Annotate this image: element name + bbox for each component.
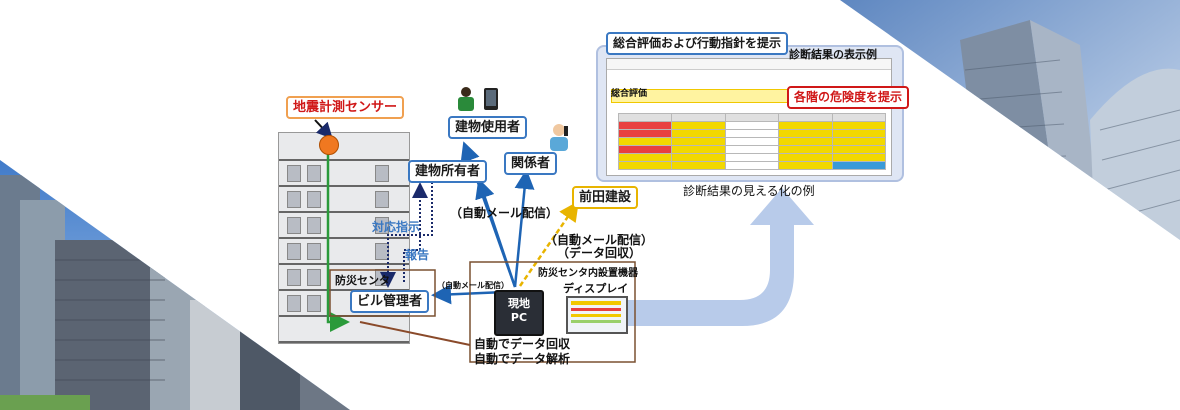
auto-mail-text-1: （自動メール配信）: [450, 206, 559, 220]
local-pc-icon: 現地 PC: [494, 290, 544, 336]
report-text: 報告: [405, 248, 430, 262]
building-owner-label: 建物所有者: [408, 160, 488, 183]
danger-label: 各階の危険度を提示: [787, 86, 910, 109]
center-devices-label: 防災センタ内設置機器: [538, 268, 638, 279]
display-example-label: 診断結果の表示例: [789, 48, 877, 61]
result-table-thumbnail: [617, 113, 887, 170]
building-manager-label: ビル管理者: [350, 290, 430, 313]
auto-collect-text: 自動でデータ回収: [474, 337, 571, 351]
seismic-sensor-label: 地震計測センサー: [286, 96, 405, 119]
disaster-center-label: 防災センタ: [335, 274, 390, 287]
display-icon: [566, 296, 628, 334]
maeda-label: 前田建設: [572, 186, 639, 209]
pc-line1: 現地: [508, 297, 530, 310]
response-instruction-text: 対応指示: [372, 220, 421, 234]
pc-line2: PC: [510, 311, 528, 324]
auto-mail-text-2: （自動メール配信）: [545, 233, 654, 247]
related-party-label: 関係者: [504, 152, 558, 175]
data-collect-text: （データ回収）: [557, 246, 642, 260]
result-caption: 診断結果の見える化の例: [683, 184, 815, 198]
sensor-icon: [319, 135, 339, 155]
overall-eval-text: 総合評価: [611, 89, 648, 99]
user-person-icon: [454, 86, 502, 118]
auto-analyze-text: 自動でデータ解析: [474, 352, 571, 366]
display-label: ディスプレイ: [563, 282, 629, 295]
related-person-icon: [545, 122, 575, 156]
building-user-label: 建物使用者: [448, 116, 528, 139]
result-header-label: 総合評価および行動指針を提示: [606, 32, 789, 55]
auto-mail-small-text: （自動メール配信）: [437, 281, 509, 290]
